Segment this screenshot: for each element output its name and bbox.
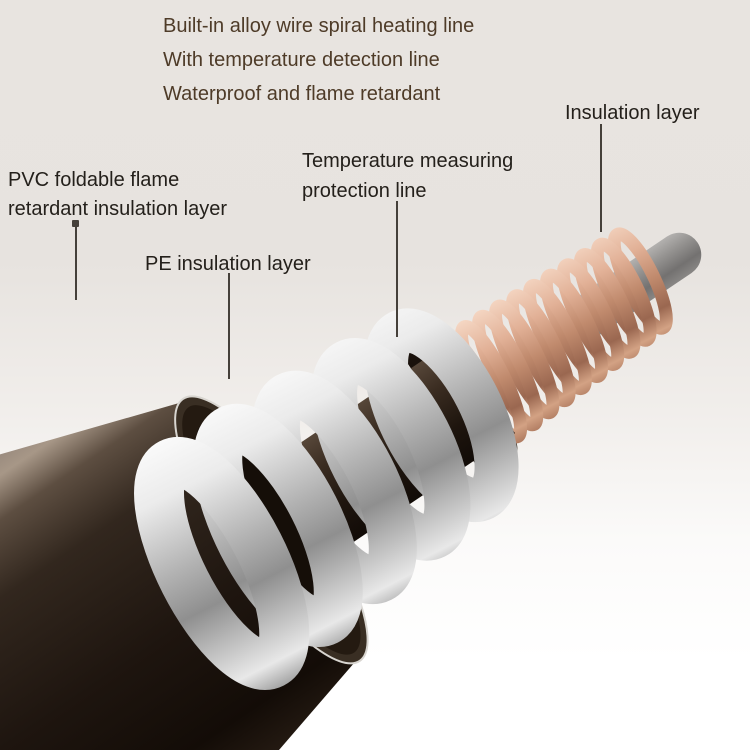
pe-spiral-front	[134, 403, 363, 690]
pe-layer-label: PE insulation layer	[145, 253, 311, 275]
heading-line-3: Waterproof and flame retardant	[163, 83, 441, 105]
pe-leader-line	[228, 273, 230, 379]
temperature-leader-line	[396, 201, 398, 337]
pvc-leader-line	[75, 226, 77, 300]
heading-line-2: With temperature detection line	[163, 49, 440, 71]
heading: Built-in alloy wire spiral heating line …	[163, 9, 474, 111]
pvc-leader-dot	[72, 220, 79, 227]
insulation-leader-line	[600, 124, 602, 232]
heading-line-1: Built-in alloy wire spiral heating line	[163, 15, 475, 37]
temperature-line-label: Temperature measuring protection line	[302, 150, 514, 202]
pvc-layer-label: PVC foldable flame retardant insulation …	[8, 169, 228, 220]
insulation-layer-label: Insulation layer	[565, 102, 700, 124]
